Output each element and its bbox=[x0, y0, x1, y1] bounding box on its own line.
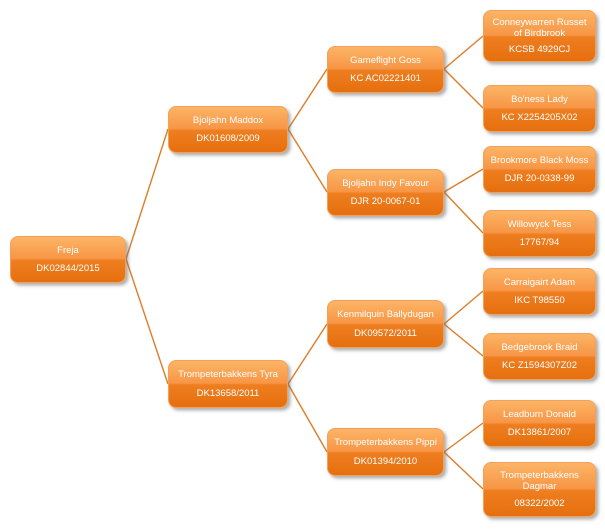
pedigree-node-dam-sire-dam: Bedgebrook Braid KC Z1594307Z02 bbox=[483, 333, 596, 380]
dog-name: Leadburn Donald bbox=[503, 408, 576, 420]
dog-name: Bjoljahn Maddox bbox=[192, 114, 264, 126]
dog-name: Bo'ness Lady bbox=[511, 93, 568, 105]
dog-name: Willowyck Tess bbox=[507, 218, 572, 230]
dog-name: Carraigairt Adam bbox=[503, 276, 576, 288]
dog-registration: KCSB 4929CJ bbox=[508, 44, 571, 56]
dog-name: Freja bbox=[57, 244, 79, 256]
pedigree-node-sire: Bjoljahn Maddox DK01608/2009 bbox=[168, 106, 288, 153]
dog-registration: KC X2254205X02 bbox=[501, 112, 578, 123]
pedigree-node-sire-sire: Gameflight Goss KC AC02221401 bbox=[327, 46, 444, 93]
dog-name: Kenmilquin Ballydugan bbox=[337, 309, 434, 321]
dog-registration: DJR 20-0067-01 bbox=[350, 196, 421, 207]
dog-registration: 08322/2002 bbox=[514, 497, 565, 509]
pedigree-node-dam-dam: Trompeterbakkens Pippi DK01394/2010 bbox=[327, 428, 444, 476]
dog-name: Bedgebrook Braid bbox=[501, 341, 578, 353]
dog-registration: DK01608/2009 bbox=[196, 133, 260, 144]
pedigree-node-sire-dam-dam: Willowyck Tess 17767/94 bbox=[483, 210, 596, 257]
dog-registration: DK13861/2007 bbox=[507, 427, 572, 438]
pedigree-node-subject: Freja DK02844/2015 bbox=[10, 236, 126, 283]
dog-registration: DJR 20-0338-99 bbox=[504, 173, 575, 184]
dog-name: Gameflight Goss bbox=[350, 54, 421, 66]
dog-name: Trompeterbakkens Tyra bbox=[178, 369, 278, 381]
dog-registration: KC AC02221401 bbox=[350, 73, 421, 84]
dog-name: Conneywarren Russet of Birdbrook bbox=[492, 16, 587, 39]
pedigree-node-dam-sire-sire: Carraigairt Adam IKC T98550 bbox=[483, 268, 596, 315]
pedigree-node-dam: Trompeterbakkens Tyra DK13658/2011 bbox=[168, 360, 288, 408]
dog-registration: DK09572/2011 bbox=[354, 327, 417, 339]
pedigree-node-sire-dam-sire: Brookmore Black Moss DJR 20-0338-99 bbox=[483, 146, 596, 193]
dog-registration: DK01394/2010 bbox=[353, 455, 418, 467]
dog-registration: 17767/94 bbox=[519, 237, 560, 248]
pedigree-node-sire-dam: Bjoljahn Indy Favour DJR 20-0067-01 bbox=[327, 169, 444, 216]
dog-registration: IKC T98550 bbox=[514, 295, 565, 306]
pedigree-node-sire-sire-sire: Conneywarren Russet of Birdbrook KCSB 49… bbox=[483, 10, 596, 62]
pedigree-node-dam-dam-dam: Trompeterbakkens Dagmar 08322/2002 bbox=[483, 462, 596, 517]
dog-registration: KC Z1594307Z02 bbox=[502, 360, 577, 371]
pedigree-node-sire-sire-dam: Bo'ness Lady KC X2254205X02 bbox=[483, 85, 596, 132]
dog-registration: DK13658/2011 bbox=[196, 387, 260, 399]
dog-name: Trompeterbakkens Pippi bbox=[334, 437, 437, 449]
dog-registration: DK02844/2015 bbox=[36, 263, 100, 274]
pedigree-node-dam-dam-sire: Leadburn Donald DK13861/2007 bbox=[483, 400, 596, 447]
pedigree-node-dam-sire: Kenmilquin Ballydugan DK09572/2011 bbox=[327, 300, 444, 348]
dog-name: Trompeterbakkens Dagmar bbox=[500, 470, 579, 493]
dog-name: Bjoljahn Indy Favour bbox=[342, 177, 429, 189]
dog-name: Brookmore Black Moss bbox=[490, 154, 589, 166]
